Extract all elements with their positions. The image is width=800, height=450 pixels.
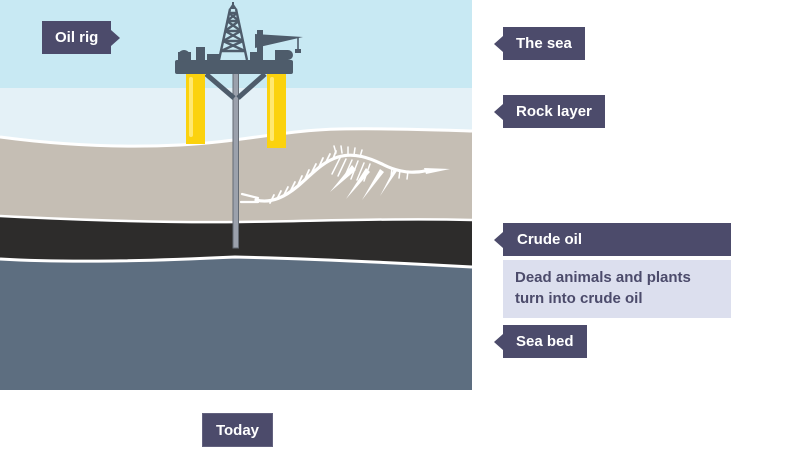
sea-bed-layer-shape [0, 255, 472, 390]
rig-legs [186, 72, 286, 148]
rig-superstructure [178, 47, 293, 62]
rig-derrick-icon [217, 2, 249, 61]
pointer-arrow-icon [494, 231, 503, 248]
label-sea-bed: Sea bed [494, 325, 587, 358]
label-rock-layer-text: Rock layer [503, 95, 605, 128]
pointer-arrow-icon [494, 333, 503, 350]
label-crude-oil-text: Crude oil [503, 223, 731, 256]
drill-pipe-icon [232, 72, 239, 249]
pointer-arrow-icon [494, 103, 503, 120]
label-oil-rig-text: Oil rig [42, 21, 112, 54]
rig-crane-icon [255, 30, 303, 61]
label-today: Today [202, 413, 273, 447]
pointer-arrow-icon [111, 29, 121, 46]
label-the-sea: The sea [494, 27, 585, 60]
label-oil-rig: Oil rig [42, 21, 121, 54]
rig-deck [175, 60, 293, 74]
crude-oil-note: Dead animals and plants turn into crude … [503, 260, 731, 318]
label-crude-oil: Crude oil [494, 223, 731, 256]
label-sea-bed-text: Sea bed [503, 325, 587, 358]
oil-rig-illustration [175, 2, 303, 249]
pointer-arrow-icon [494, 35, 503, 52]
oil-formation-illustration [0, 0, 472, 390]
label-rock-layer: Rock layer [494, 95, 605, 128]
fossil-skeleton-icon [239, 145, 450, 204]
label-the-sea-text: The sea [503, 27, 585, 60]
